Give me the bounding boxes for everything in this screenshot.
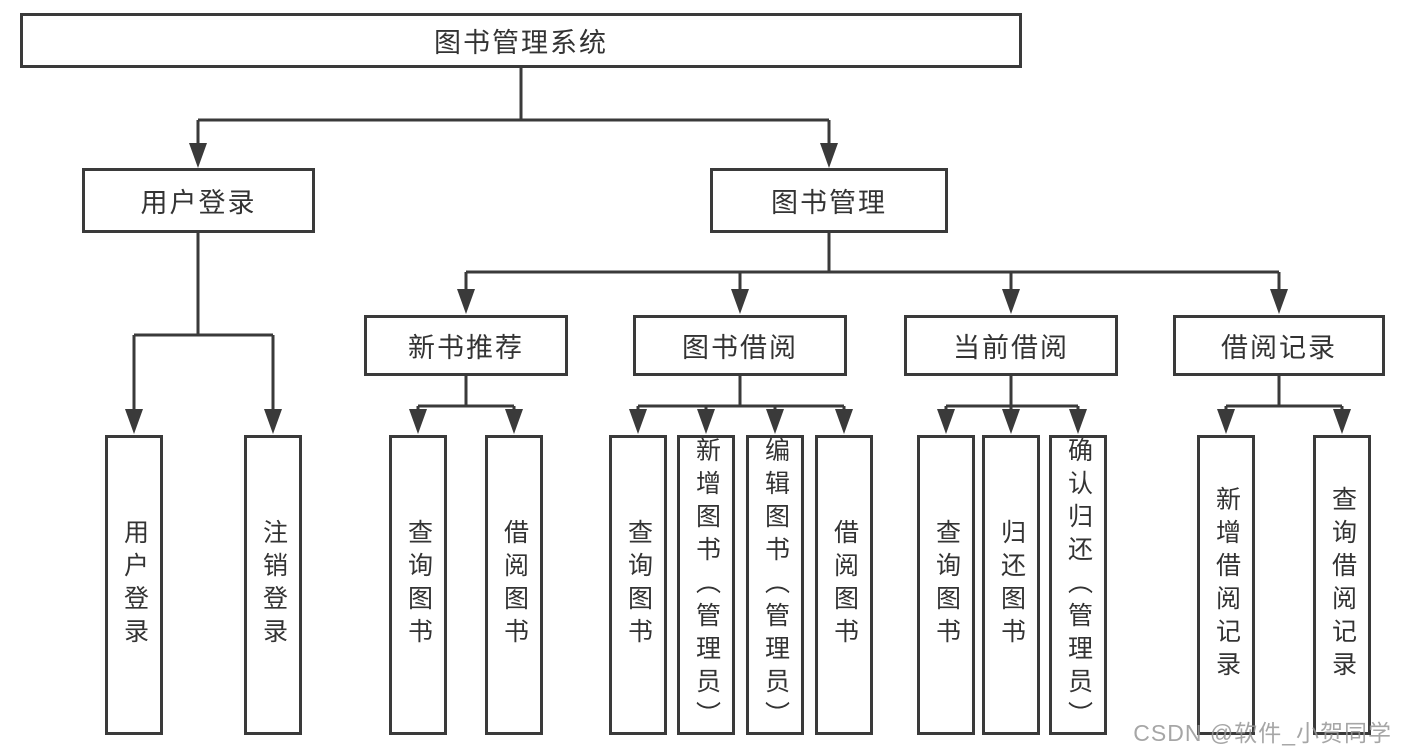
node-new-book-recommend-label: 新书推荐 [408, 333, 524, 363]
node-current-borrow-label: 当前借阅 [953, 333, 1069, 363]
leaf-user-login-label: 用户登录 [120, 519, 149, 651]
leaf-add-borrow-record: 新增借阅记录 [1197, 435, 1255, 735]
leaf-query-books-2: 查询图书 [609, 435, 667, 735]
node-borrow-records: 借阅记录 [1173, 315, 1385, 376]
node-root-label: 图书管理系统 [434, 28, 608, 58]
leaf-query-books-1: 查询图书 [389, 435, 447, 735]
leaf-query-books-1-label: 查询图书 [404, 519, 433, 651]
leaf-add-book-admin-label: 新增图书（管理员） [692, 436, 721, 734]
leaf-add-book-admin: 新增图书（管理员） [677, 435, 735, 735]
leaf-borrow-books-1: 借阅图书 [485, 435, 543, 735]
node-book-management: 图书管理 [710, 168, 948, 233]
leaf-logout-label: 注销登录 [259, 519, 288, 651]
node-user-login-label: 用户登录 [140, 188, 257, 218]
node-book-management-label: 图书管理 [771, 188, 887, 218]
node-book-borrow: 图书借阅 [633, 315, 847, 376]
node-new-book-recommend: 新书推荐 [364, 315, 568, 376]
leaf-query-books-3: 查询图书 [917, 435, 975, 735]
leaf-query-books-2-label: 查询图书 [624, 519, 653, 651]
node-current-borrow: 当前借阅 [904, 315, 1118, 376]
node-book-borrow-label: 图书借阅 [682, 333, 798, 363]
leaf-edit-book-admin-label: 编辑图书（管理员） [761, 436, 790, 734]
leaf-edit-book-admin: 编辑图书（管理员） [746, 435, 804, 735]
leaf-return-book-label: 归还图书 [997, 519, 1026, 651]
leaf-return-book: 归还图书 [982, 435, 1040, 735]
leaf-query-borrow-record: 查询借阅记录 [1313, 435, 1371, 735]
csdn-watermark: CSDN @软件_小贺同学 [1133, 720, 1392, 746]
leaf-confirm-return-admin: 确认归还（管理员） [1049, 435, 1107, 735]
leaf-borrow-books-2: 借阅图书 [815, 435, 873, 735]
node-root: 图书管理系统 [20, 13, 1022, 68]
leaf-borrow-books-2-label: 借阅图书 [830, 519, 859, 651]
node-user-login: 用户登录 [82, 168, 315, 233]
leaf-logout: 注销登录 [244, 435, 302, 735]
node-borrow-records-label: 借阅记录 [1221, 333, 1337, 363]
leaf-borrow-books-1-label: 借阅图书 [500, 519, 529, 651]
leaf-add-borrow-record-label: 新增借阅记录 [1212, 486, 1241, 684]
leaf-user-login: 用户登录 [105, 435, 163, 735]
leaf-query-borrow-record-label: 查询借阅记录 [1328, 486, 1357, 684]
leaf-confirm-return-admin-label: 确认归还（管理员） [1064, 436, 1093, 734]
leaf-query-books-3-label: 查询图书 [932, 519, 961, 651]
